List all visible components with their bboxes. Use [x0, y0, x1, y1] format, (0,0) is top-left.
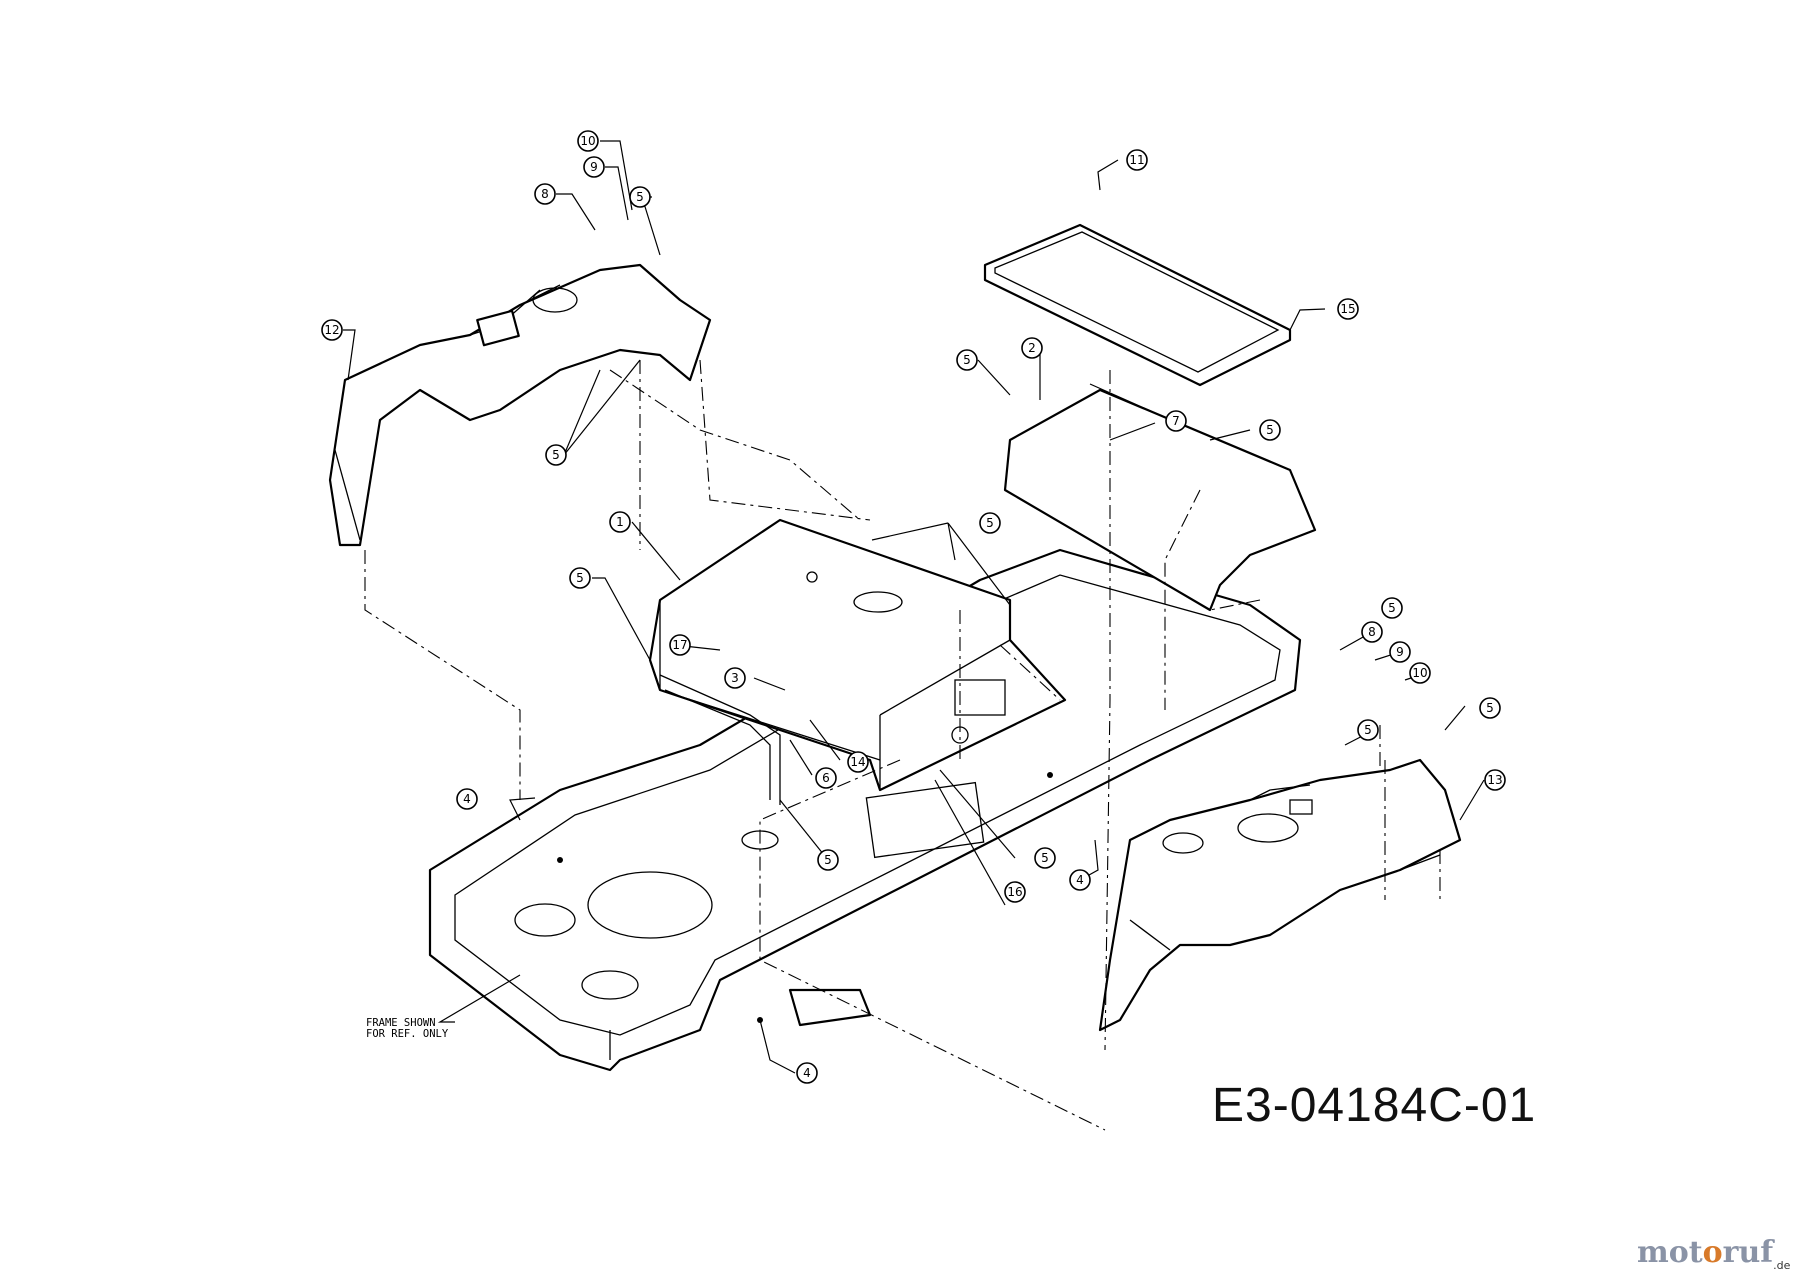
svg-text:8: 8 [541, 187, 549, 201]
svg-text:5: 5 [636, 190, 644, 204]
svg-text:4: 4 [463, 792, 471, 806]
svg-text:5: 5 [1266, 423, 1274, 437]
callout-1: 1 [609, 511, 631, 533]
callout-5-plate-right: 5 [1259, 419, 1281, 441]
footrest-plate-part-15 [983, 223, 1292, 387]
callout-17: 17 [669, 634, 691, 656]
lever-rod-part-3 [659, 674, 781, 805]
callout-5-top: 5 [629, 186, 651, 208]
svg-text:6: 6 [822, 771, 830, 785]
step-plate-part-2 [1003, 388, 1317, 612]
callout-9-right: 9 [1389, 641, 1411, 663]
callout-4-right: 4 [1069, 869, 1091, 891]
callout-5-fender-left: 5 [545, 444, 567, 466]
callout-13: 13 [1484, 769, 1506, 791]
callout-5-box-left: 5 [569, 567, 591, 589]
frame-note-line-2: FOR REF. ONLY [366, 1028, 449, 1040]
callout-16: 16 [1004, 881, 1026, 903]
svg-text:10: 10 [1412, 666, 1427, 680]
right-fender-part-13 [1098, 758, 1462, 1032]
svg-text:5: 5 [963, 353, 971, 367]
svg-text:4: 4 [1076, 873, 1084, 887]
alignment-lines [364, 359, 1441, 1131]
callout-12: 12 [321, 319, 343, 341]
callout-11: 11 [1126, 149, 1148, 171]
svg-text:5: 5 [824, 853, 832, 867]
svg-text:5: 5 [552, 448, 560, 462]
callout-10-top: 10 [577, 130, 599, 152]
svg-text:13: 13 [1487, 773, 1502, 787]
svg-text:5: 5 [1388, 601, 1396, 615]
callout-9-top: 9 [583, 156, 605, 178]
callout-15: 15 [1337, 298, 1359, 320]
leader-lines [343, 140, 1485, 1074]
svg-text:17: 17 [672, 638, 687, 652]
callout-14: 14 [847, 751, 869, 773]
svg-text:2: 2 [1028, 341, 1036, 355]
svg-text:1: 1 [616, 515, 624, 529]
svg-text:5: 5 [1041, 851, 1049, 865]
svg-text:9: 9 [590, 160, 598, 174]
svg-text:4: 4 [803, 1066, 811, 1080]
callout-3: 3 [724, 667, 746, 689]
callout-5-plate: 5 [956, 349, 978, 371]
callout-5-box-right: 5 [1034, 847, 1056, 869]
svg-text:14: 14 [850, 755, 865, 769]
callout-2: 2 [1021, 337, 1043, 359]
svg-text:5: 5 [986, 516, 994, 530]
svg-text:12: 12 [324, 323, 339, 337]
svg-text:10: 10 [580, 134, 595, 148]
svg-text:15: 15 [1340, 302, 1355, 316]
drawing-code: E3-04184C-01 [1212, 1079, 1537, 1132]
svg-text:11: 11 [1129, 153, 1144, 167]
svg-text:9: 9 [1396, 645, 1404, 659]
frame-reference-note: FRAME SHOWN FOR REF. ONLY [366, 1018, 448, 1040]
svg-text:7: 7 [1172, 414, 1180, 428]
brand-logo: motoruf.de [1637, 1235, 1791, 1272]
svg-text:5: 5 [1364, 723, 1372, 737]
callout-5-right-b: 5 [1357, 719, 1379, 741]
svg-text:16: 16 [1007, 885, 1022, 899]
callout-7: 7 [1165, 410, 1187, 432]
callout-8-top: 8 [534, 183, 556, 205]
callout-5-box-lower: 5 [817, 849, 839, 871]
left-fender-part-12 [328, 263, 712, 547]
callout-4-bottom: 4 [796, 1062, 818, 1084]
callout-5-right-a: 5 [1479, 697, 1501, 719]
frame-note-line-1: FRAME SHOWN [366, 1017, 436, 1029]
svg-text:3: 3 [731, 671, 739, 685]
seat-box-part-1 [648, 518, 1067, 792]
callout-6: 6 [815, 767, 837, 789]
callout-5-box-top: 5 [979, 512, 1001, 534]
callout-8-right: 8 [1361, 621, 1383, 643]
svg-text:5: 5 [576, 571, 584, 585]
svg-text:5: 5 [1486, 701, 1494, 715]
svg-text:8: 8 [1368, 625, 1376, 639]
callout-5-step-right: 5 [1381, 597, 1403, 619]
callout-10-right: 10 [1409, 662, 1431, 684]
callout-4-left: 4 [456, 788, 478, 810]
